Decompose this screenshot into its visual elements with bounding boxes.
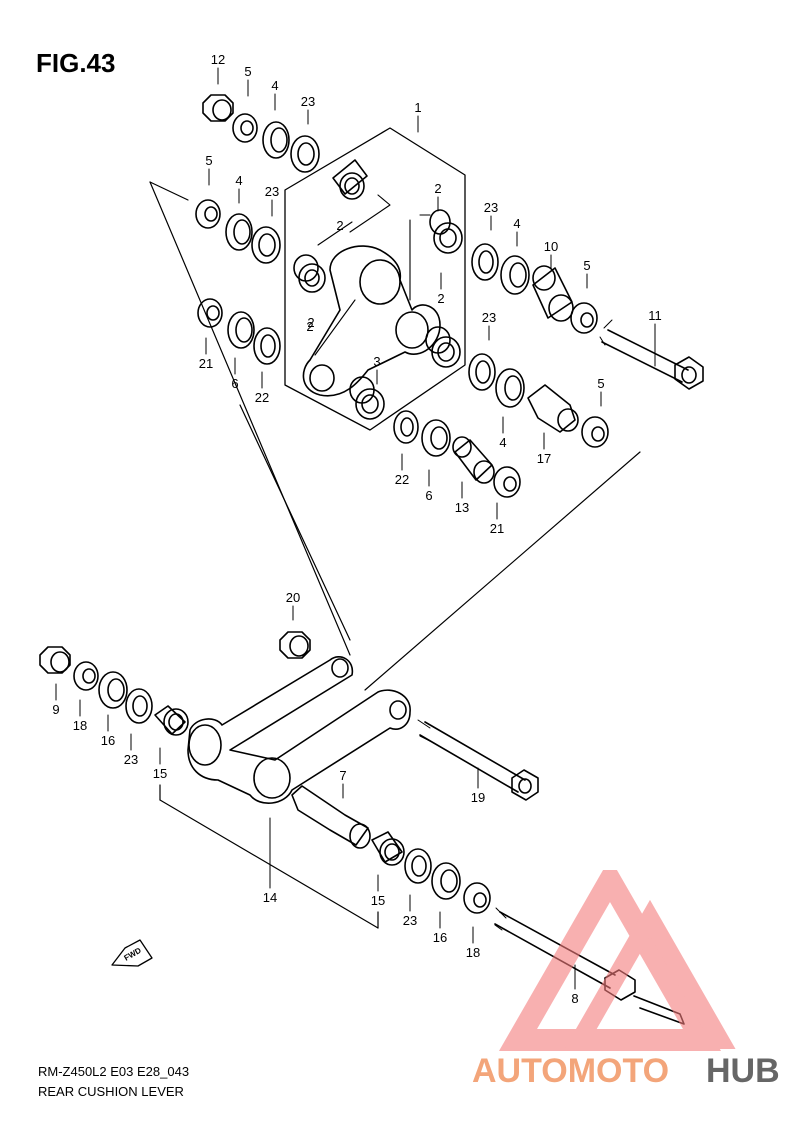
part-label-21: 21 [490,521,504,536]
part-label-5: 5 [244,64,251,79]
part-label-10: 10 [544,239,558,254]
spacer-21-a [197,298,223,328]
watermark-logo: AUTOMOTO HUB [472,870,780,1090]
bearing-2-right [429,209,463,254]
part-label-18: 18 [73,718,87,733]
spacer-5-d [581,416,609,448]
part-label-20: 20 [286,590,300,605]
part-label-16: 16 [101,733,115,748]
part-label-3: 3 [373,354,380,369]
seal-4-b [225,213,253,251]
collar-10 [532,265,574,322]
part-label-1: 1 [414,100,421,115]
bolt-11 [599,319,704,390]
spacer-18-a [73,661,99,691]
collar-7 [291,785,371,849]
bolt-19 [417,719,539,801]
part-label-18: 18 [466,945,480,960]
footer-code: RM-Z450L2 E03 E28_043 [38,1064,190,1079]
washer-22-b [393,410,419,444]
cushion-rod-14 [187,656,411,804]
bearing-2-left [293,254,326,293]
part-label-9: 9 [52,702,59,717]
nut-9 [39,646,71,674]
part-label-2: 2 [336,218,343,233]
watermark-brand-b: HUB [706,1052,780,1090]
bearing-2-top [332,159,368,200]
seal-4-d [495,368,525,408]
part-label-2: 2 [306,319,313,334]
part-label-5: 5 [205,153,212,168]
part-label-6: 6 [425,488,432,503]
part-1-frame [284,127,466,431]
part-label-16: 16 [433,930,447,945]
spacer-21-b [493,466,521,498]
part-label-8: 8 [571,991,578,1006]
part-label-21: 21 [199,356,213,371]
washer-23-e [125,688,153,724]
washer-23-f [404,848,432,884]
part-label-2: 2 [434,181,441,196]
part-label-2: 2 [307,315,314,330]
washer-23-b [251,226,281,264]
spacer-18-b [463,882,491,914]
spacer-5-c [570,302,598,334]
part-label-23: 23 [301,94,315,109]
part-label-6: 6 [231,376,238,391]
group-brackets [149,181,641,929]
part-label-23: 23 [124,752,138,767]
fwd-arrow-icon [111,939,153,967]
nut-20 [279,631,311,659]
washer-23-c [471,243,499,281]
spacer-5-b [195,199,221,229]
watermark-triangles-icon [498,870,736,1051]
cushion-lever-body [302,245,441,397]
part-label-4: 4 [271,78,278,93]
seal-6-b [421,419,451,457]
bearing-15-a [154,705,189,736]
part-label-15: 15 [371,893,385,908]
seal-4-c [500,255,530,295]
figure-title: FIG.43 [36,48,116,78]
seal-16-b [431,862,461,900]
part-label-4: 4 [499,435,506,450]
part-label-23: 23 [484,200,498,215]
washer-23-a [290,135,320,173]
part-label-4: 4 [513,216,520,231]
part-label-23: 23 [265,184,279,199]
part-label-5: 5 [583,258,590,273]
part-label-12: 12 [211,52,225,67]
seal-6-a [227,311,255,349]
part-label-5: 5 [597,376,604,391]
part-label-23: 23 [482,310,496,325]
part-label-7: 7 [339,768,346,783]
part-label-4: 4 [235,173,242,188]
part-label-19: 19 [471,790,485,805]
part-label-22: 22 [395,472,409,487]
seal-4-a [262,121,290,159]
footer-name: REAR CUSHION LEVER [38,1084,184,1099]
collar-17 [527,384,579,433]
collar-13 [452,436,495,484]
part-label-17: 17 [537,451,551,466]
part-label-22: 22 [255,390,269,405]
part-label-11: 11 [648,308,662,323]
bearing-15-b [371,831,405,866]
nut-12 [202,94,234,122]
seal-16-a [98,671,128,709]
frame-guides [317,194,431,301]
spacer-5-a [232,113,258,143]
part-label-13: 13 [455,500,469,515]
washer-23-d [468,353,496,391]
watermark-brand-a: AUTOMOTO [472,1052,669,1090]
part-label-2: 2 [437,291,444,306]
part-label-15: 15 [153,766,167,781]
part-label-23: 23 [403,913,417,928]
washer-22-a [253,327,281,365]
part-label-14: 14 [263,890,277,905]
